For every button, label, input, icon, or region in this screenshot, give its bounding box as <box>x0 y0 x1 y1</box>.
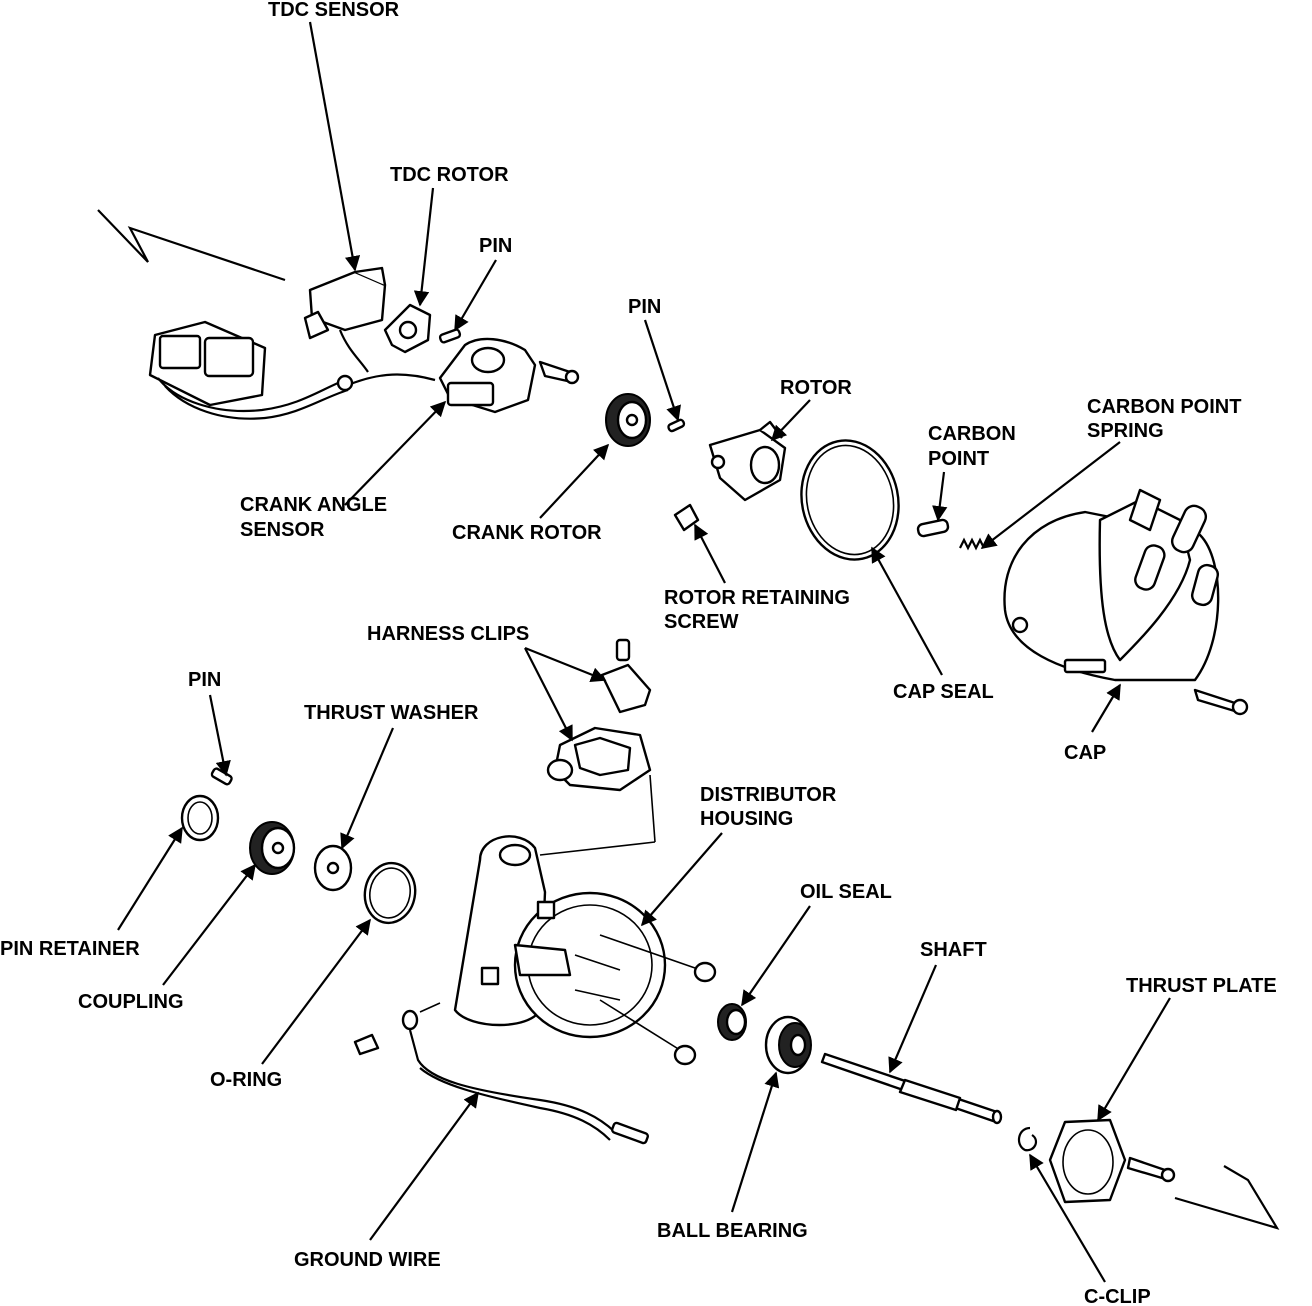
label-distributor-housing-1: DISTRIBUTOR <box>700 784 837 806</box>
label-thrust-plate: THRUST PLATE <box>1126 975 1277 997</box>
label-carbon-point-2: POINT <box>928 448 989 470</box>
label-crank-angle-sensor-1: CRANK ANGLE <box>240 494 387 516</box>
label-rotor-retaining-screw-2: SCREW <box>664 611 739 633</box>
label-crank-rotor: CRANK ROTOR <box>452 522 602 544</box>
cap-seal-part <box>800 439 900 561</box>
rotor-retaining-screw-part <box>673 503 700 532</box>
label-ground-wire: GROUND WIRE <box>294 1249 441 1271</box>
label-harness-clips: HARNESS CLIPS <box>367 623 529 645</box>
label-cap: CAP <box>1064 742 1106 764</box>
cap-part <box>1003 488 1249 716</box>
labels: TDC SENSOR TDC ROTOR PIN PIN ROTOR CARBO… <box>0 0 1277 1306</box>
label-rotor: ROTOR <box>780 377 852 399</box>
o-ring-part <box>363 861 417 925</box>
label-carbon-point-1: CARBON <box>928 423 1016 445</box>
leader-lines <box>117 21 1171 1283</box>
label-tdc-sensor: TDC SENSOR <box>268 0 400 21</box>
pin-lower-part <box>210 767 233 786</box>
thrust-washer-part <box>313 844 353 892</box>
coupling-part <box>249 821 296 875</box>
carbon-point-spring-part <box>959 537 985 551</box>
label-rotor-retaining-screw-1: ROTOR RETAINING <box>664 587 850 609</box>
crank-angle-sensor-harness <box>148 320 436 420</box>
tdc-rotor-part <box>383 303 432 354</box>
label-c-clip: C-CLIP <box>1084 1286 1151 1306</box>
label-carbon-point-spring-2: SPRING <box>1087 420 1164 442</box>
label-pin-upper: PIN <box>479 235 512 257</box>
c-clip-part <box>1017 1126 1038 1152</box>
direction-arrow-top-left <box>97 209 286 282</box>
thrust-plate-part <box>1048 1118 1176 1204</box>
tdc-sensor-part <box>303 266 387 373</box>
label-pin-middle: PIN <box>628 296 661 318</box>
oil-seal-part <box>717 1003 747 1041</box>
pin-middle-part <box>667 418 686 433</box>
label-tdc-rotor: TDC ROTOR <box>390 164 509 186</box>
pin-retainer-part <box>180 794 220 842</box>
distributor-housing-part <box>453 835 696 1051</box>
rotor-part <box>708 420 787 502</box>
label-distributor-housing-2: HOUSING <box>700 808 793 830</box>
label-pin-retainer: PIN RETAINER <box>0 938 140 960</box>
ball-bearing-part <box>764 1015 812 1075</box>
direction-arrow-bottom-right <box>1174 1165 1280 1230</box>
shaft-part <box>820 1052 1003 1125</box>
label-oil-seal: OIL SEAL <box>800 881 892 903</box>
pin-upper-part <box>438 328 462 344</box>
label-ball-bearing: BALL BEARING <box>657 1220 808 1242</box>
label-cap-seal: CAP SEAL <box>893 681 994 703</box>
harness-clips-part <box>546 638 652 792</box>
label-shaft: SHAFT <box>920 939 987 961</box>
label-o-ring: O-RING <box>210 1069 282 1091</box>
label-coupling: COUPLING <box>78 991 184 1013</box>
label-carbon-point-spring-1: CARBON POINT <box>1087 396 1241 418</box>
ground-wire-part <box>353 1002 649 1145</box>
crank-rotor-part <box>605 393 651 447</box>
housing-bolts-part <box>673 961 717 1066</box>
crank-angle-sensor-part <box>438 337 580 414</box>
label-crank-angle-sensor-2: SENSOR <box>240 519 325 541</box>
carbon-point-part <box>916 518 950 538</box>
label-pin-lower: PIN <box>188 669 221 691</box>
label-thrust-washer: THRUST WASHER <box>304 702 479 724</box>
